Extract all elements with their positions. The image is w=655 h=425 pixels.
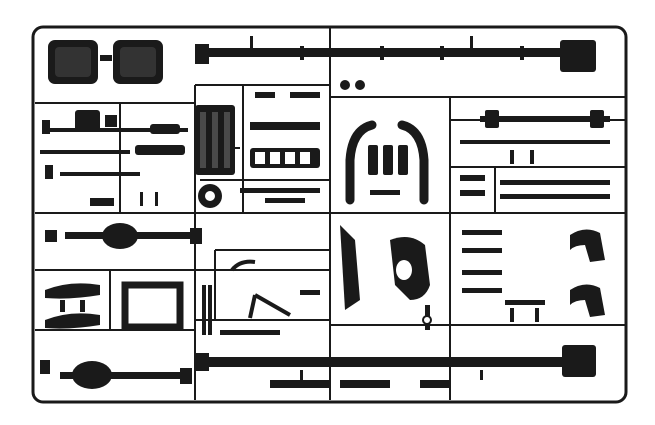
shock-parts [340,80,408,195]
engine-block-parts [195,92,320,208]
a-frame-parts [230,259,291,319]
small-parts-left [40,110,188,206]
coupling-parts [340,225,432,330]
exhaust-parts [345,120,429,205]
rear-axle-center [45,223,202,249]
mirror-parts [48,40,163,84]
frame-rail-bottom [195,345,596,388]
rear-axle-bottom [40,360,192,389]
axle-parts-right [460,110,610,199]
bracket-frame [121,281,184,331]
frame-rail-top [195,36,596,72]
spring-parts [45,283,100,329]
vertical-rod-parts [202,285,320,335]
fender-parts [462,229,605,322]
